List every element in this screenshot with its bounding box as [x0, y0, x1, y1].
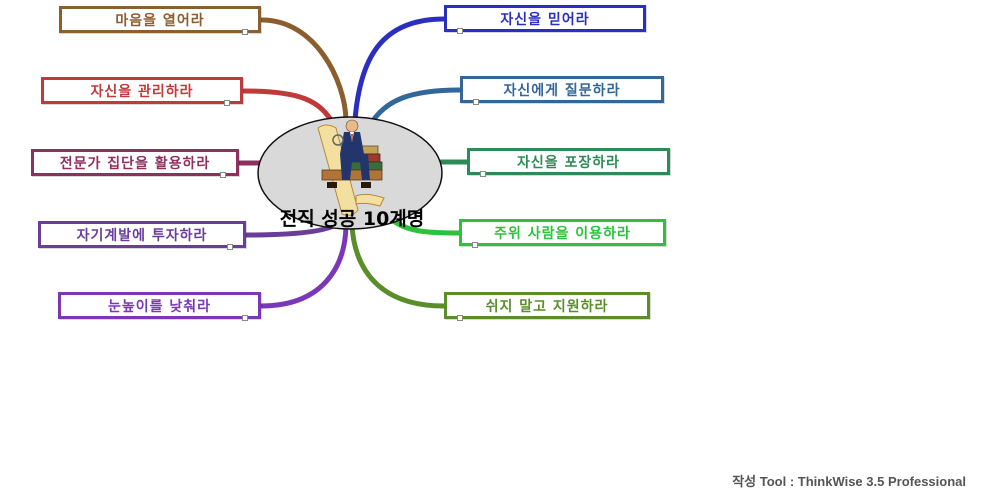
- branch-node-right-3[interactable]: 자신을 포장하라: [467, 148, 670, 177]
- connector-right-2: [367, 87, 463, 128]
- branch-node-right-1[interactable]: 자신을 믿어라: [444, 5, 646, 34]
- branch-label: 자신에게 질문하라: [503, 82, 621, 99]
- branch-label: 주위 사람을 이용하라: [494, 225, 631, 242]
- branch-node-right-2[interactable]: 자신에게 질문하라: [460, 76, 664, 105]
- expand-handle-icon[interactable]: [472, 242, 478, 248]
- branch-node-left-1[interactable]: 마음을 열어라: [59, 6, 261, 35]
- branch-label: 쉬지 말고 지원하라: [485, 298, 609, 315]
- connector-left-5: [258, 223, 349, 309]
- expand-handle-icon[interactable]: [227, 244, 233, 250]
- connector-left-1: [259, 17, 349, 123]
- connector-right-5: [349, 223, 447, 309]
- branch-label: 눈높이를 낮춰라: [107, 298, 212, 315]
- businessman-icon: [317, 119, 385, 216]
- expand-handle-icon[interactable]: [480, 171, 486, 177]
- tool-credit: 작성 Tool : ThinkWise 3.5 Professional: [732, 474, 966, 489]
- expand-handle-icon[interactable]: [242, 29, 248, 35]
- branch-node-right-4[interactable]: 주위 사람을 이용하라: [459, 219, 666, 248]
- branch-label: 자신을 포장하라: [516, 154, 621, 171]
- branch-label: 전문가 집단을 활용하라: [59, 155, 211, 172]
- expand-handle-icon[interactable]: [224, 100, 230, 106]
- branch-label: 자기계발에 투자하라: [76, 227, 208, 244]
- branch-node-left-5[interactable]: 눈높이를 낮춰라: [58, 292, 261, 321]
- branch-node-left-2[interactable]: 자신을 관리하라: [41, 77, 243, 106]
- branch-label: 자신을 믿어라: [500, 11, 590, 28]
- branch-label: 마음을 열어라: [115, 12, 205, 29]
- expand-handle-icon[interactable]: [220, 172, 226, 178]
- connector-right-4: [392, 219, 462, 236]
- expand-handle-icon[interactable]: [473, 99, 479, 105]
- branch-node-right-5[interactable]: 쉬지 말고 지원하라: [444, 292, 650, 321]
- connector-right-1: [352, 16, 447, 123]
- branch-node-left-3[interactable]: 전문가 집단을 활용하라: [31, 149, 239, 178]
- branch-node-left-4[interactable]: 자기계발에 투자하라: [38, 221, 246, 250]
- branch-label: 자신을 관리하라: [90, 83, 194, 100]
- expand-handle-icon[interactable]: [242, 315, 248, 321]
- expand-handle-icon[interactable]: [457, 28, 463, 34]
- expand-handle-icon[interactable]: [457, 315, 463, 321]
- central-topic-title[interactable]: 전직 성공 10계명: [279, 208, 425, 230]
